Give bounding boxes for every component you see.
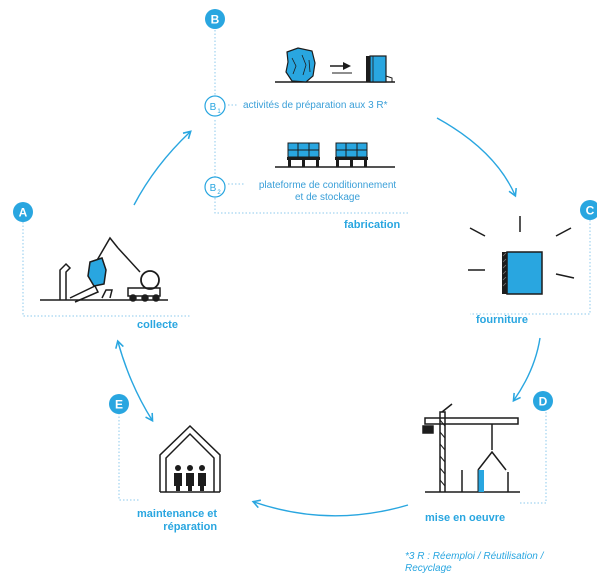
svg-text:A: A (19, 206, 28, 220)
sub-badge-b2: B 2 (204, 176, 226, 198)
arrow-c-to-d (512, 337, 541, 403)
label-mise-en-oeuvre: mise en oeuvre (425, 512, 506, 524)
storage-illustration (275, 142, 395, 168)
badge-b: B (205, 9, 225, 29)
arrow-d-to-e (251, 499, 409, 517)
b2-description: plateforme de conditionnement et de stoc… (250, 180, 405, 204)
dotted-frame-d (520, 412, 547, 504)
svg-text:E: E (115, 398, 123, 412)
svg-text:2: 2 (217, 190, 221, 196)
arrow-e-to-a (115, 339, 154, 423)
badge-d: D (533, 391, 553, 411)
badge-a: A (13, 202, 33, 222)
b2-description-line2: et de stockage (294, 192, 361, 203)
label-maintenance-line1: maintenance et (137, 508, 218, 520)
collection-illustration (40, 236, 168, 303)
maintenance-illustration (159, 424, 221, 493)
svg-text:B: B (210, 183, 217, 194)
label-maintenance: maintenance et réparation (137, 508, 217, 534)
preparation-illustration (275, 47, 395, 83)
label-maintenance-line2: réparation (163, 521, 218, 533)
footnote-line2: Recyclage (405, 563, 452, 574)
footnote-line1: *3 R : Réemploi / Réutilisation / (405, 551, 544, 562)
footnote: *3 R : Réemploi / Réutilisation / Recycl… (405, 551, 543, 575)
dotted-frame-a (22, 222, 190, 317)
svg-text:B: B (211, 13, 220, 27)
svg-text:B: B (210, 102, 217, 113)
label-fabrication: fabrication (344, 219, 401, 231)
badge-c: C (580, 200, 597, 220)
b2-description-line1: plateforme de conditionnement (258, 180, 397, 191)
svg-text:D: D (539, 395, 548, 409)
sub-badge-b1: B 1 (204, 95, 226, 117)
dotted-frame-b (214, 30, 408, 214)
installation-illustration (422, 403, 520, 493)
svg-text:1: 1 (217, 109, 221, 115)
svg-text:C: C (586, 204, 595, 218)
label-fourniture: fourniture (476, 314, 528, 326)
supply-illustration (468, 216, 575, 295)
dotted-frame-e (118, 413, 140, 501)
b1-description: activités de préparation aux 3 R* (243, 100, 388, 111)
arrow-b-to-c (436, 117, 517, 198)
label-collecte: collecte (137, 319, 178, 331)
badge-e: E (109, 394, 129, 414)
arrow-a-to-b (133, 130, 192, 206)
